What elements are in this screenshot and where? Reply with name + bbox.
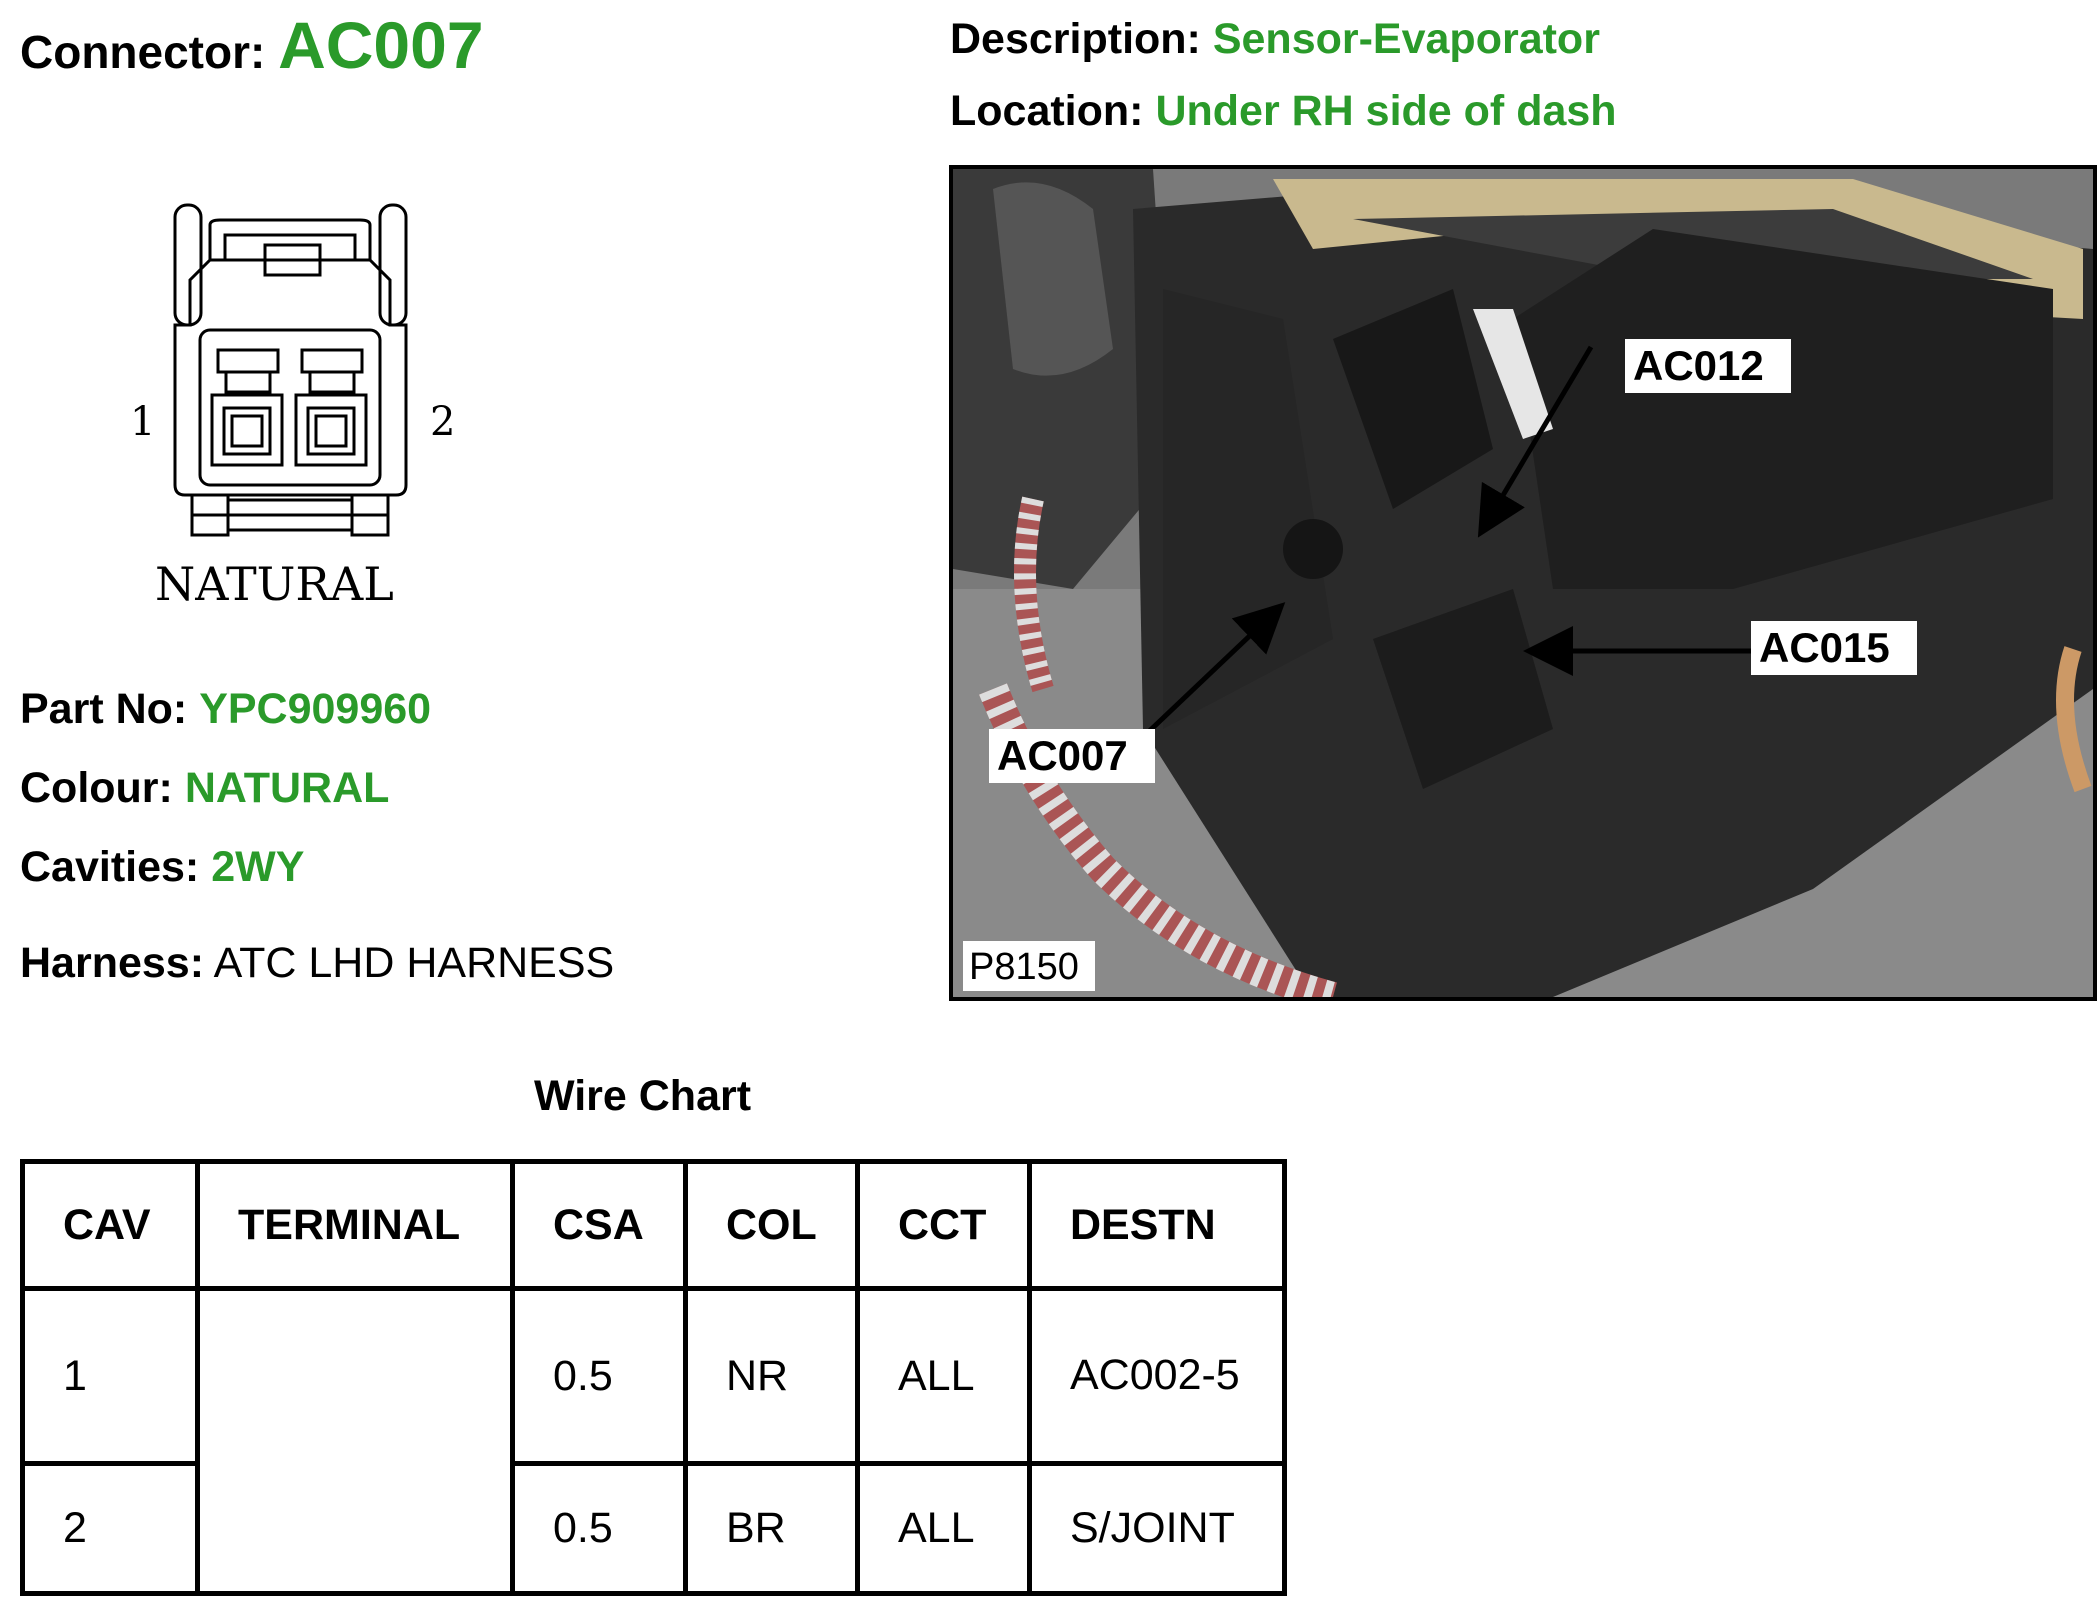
destn-cell: AC002-5 [1027, 1286, 1287, 1466]
pin-2-label: 2 [430, 399, 455, 445]
description-line: Description: Sensor-Evaporator [950, 18, 1600, 61]
harness-value: ATC LHD HARNESS [213, 939, 615, 987]
callout-ac015: AC015 [1759, 624, 1890, 671]
table-row: 1 0.5 NR ALL AC002-5 [20, 1286, 1287, 1596]
cav-cell: 1 [20, 1286, 200, 1466]
part-value: YPC909960 [199, 685, 432, 733]
connector-heading: Connector: AC007 [20, 12, 484, 78]
cavities-value: 2WY [211, 843, 305, 891]
cct-cell: ALL [855, 1286, 1032, 1466]
location-label: Location: [950, 87, 1144, 135]
header-col: COL [683, 1159, 860, 1291]
cav-cell: 2 [20, 1461, 200, 1596]
destn-cell: S/JOINT [1027, 1461, 1287, 1596]
colour-line: Colour: NATURAL [20, 767, 389, 810]
wire-chart-table: CAV TERMINAL CSA COL CCT DESTN 1 0.5 NR … [20, 1159, 1287, 1596]
location-value: Under RH side of dash [1155, 87, 1617, 135]
header-terminal: TERMINAL [195, 1159, 515, 1291]
header-destn: DESTN [1027, 1159, 1287, 1291]
csa-cell: 0.5 [510, 1461, 688, 1596]
wire-chart-title: Wire Chart [534, 1072, 752, 1120]
cavities-label: Cavities: [20, 843, 200, 891]
col-cell: NR [683, 1286, 860, 1466]
photo-ref-code: P8150 [969, 946, 1079, 988]
colour-label: Colour: [20, 764, 173, 812]
cct-cell: ALL [855, 1461, 1032, 1596]
table-row: 2 0.5 BR ALL S/JOINT [20, 1461, 1287, 1596]
harness-label: Harness: [20, 939, 205, 987]
description-value: Sensor-Evaporator [1212, 15, 1600, 63]
pin-1-label: 1 [130, 399, 155, 445]
csa-cell: 0.5 [510, 1286, 688, 1466]
header-csa: CSA [510, 1159, 688, 1291]
location-photo: AC012 AC015 AC007 P8150 [949, 165, 2097, 1001]
cavities-line: Cavities: 2WY [20, 846, 304, 889]
colour-value: NATURAL [184, 764, 390, 812]
col-cell: BR [683, 1461, 860, 1596]
photo-illustration: AC012 AC015 AC007 P8150 [953, 169, 2093, 997]
connector-label: Connector: [20, 26, 266, 78]
callout-ac007: AC007 [997, 732, 1128, 779]
part-number-line: Part No: YPC909960 [20, 688, 431, 731]
table-header-row: CAV TERMINAL CSA COL CCT DESTN [20, 1159, 1287, 1291]
connector-value: AC007 [278, 8, 484, 82]
description-label: Description: [950, 15, 1201, 63]
header-cct: CCT [855, 1159, 1032, 1291]
diagram-colour-caption: NATURAL [155, 557, 394, 611]
callout-ac012: AC012 [1633, 342, 1764, 389]
location-line: Location: Under RH side of dash [950, 90, 1617, 133]
connector-face-diagram: 1 2 NATURAL [130, 203, 455, 611]
harness-line: Harness: ATC LHD HARNESS [20, 942, 614, 985]
terminal-cell [195, 1286, 515, 1596]
header-cav: CAV [20, 1159, 200, 1291]
part-label: Part No: [20, 685, 188, 733]
